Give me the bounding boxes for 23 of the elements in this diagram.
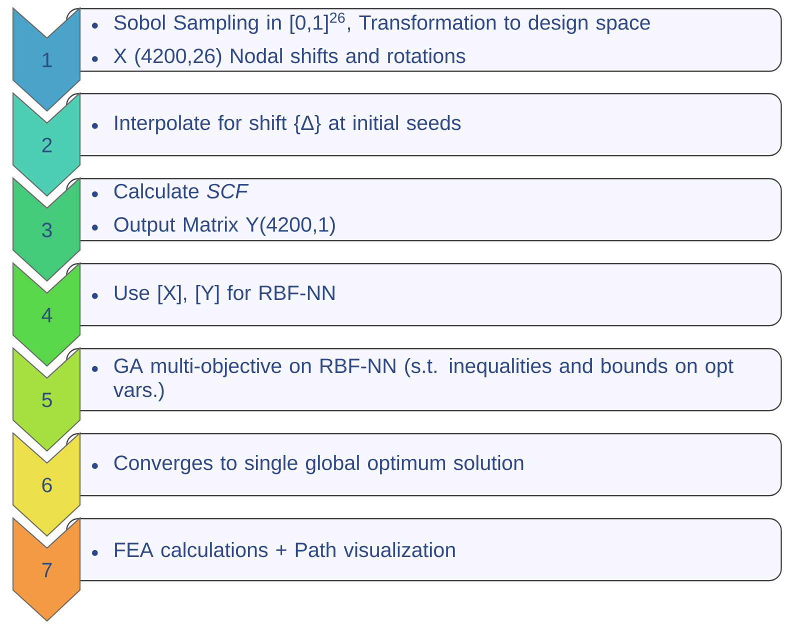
bullet-text: GA multi-objective on RBF-NN (s.t. inequalities and bounds on opt vars.): [113, 358, 734, 402]
step-number-badge: 2: [12, 92, 81, 197]
bullet-text: X (4200,26) Nodal shifts and rotations: [114, 48, 466, 68]
step-box: [66, 348, 782, 412]
step-box: [66, 178, 782, 242]
bullet-text: Converges to single global optimum solution: [114, 454, 524, 474]
step-number-badge: 3: [12, 176, 81, 282]
step-number-badge: 5: [12, 346, 81, 452]
step-number-badge: 6: [12, 432, 81, 537]
step-number-badge: 1: [12, 6, 81, 112]
bullet-text: FEA calculations + Path visualization: [115, 542, 455, 558]
step-box: [66, 93, 782, 156]
step-number-badge: 4: [12, 262, 81, 367]
bullet-text: Calculate SCF: [114, 183, 249, 198]
bullet-text: Use [X], [Y] for RBF-NN: [114, 284, 334, 304]
bullet-text: Sobol Sampling in [0,1]$^{26}$, Transformation to design space: [114, 12, 650, 34]
step-box: [66, 8, 782, 72]
step-number-badge: 7: [12, 516, 81, 622]
step-box: [66, 263, 782, 326]
bullet-text: Output Matrix Y(4200,1): [114, 216, 335, 236]
step-box: [66, 518, 782, 582]
step-box: [66, 433, 782, 496]
bullet-text: Interpolate for shift {Δ} at initial seeds: [115, 114, 461, 134]
